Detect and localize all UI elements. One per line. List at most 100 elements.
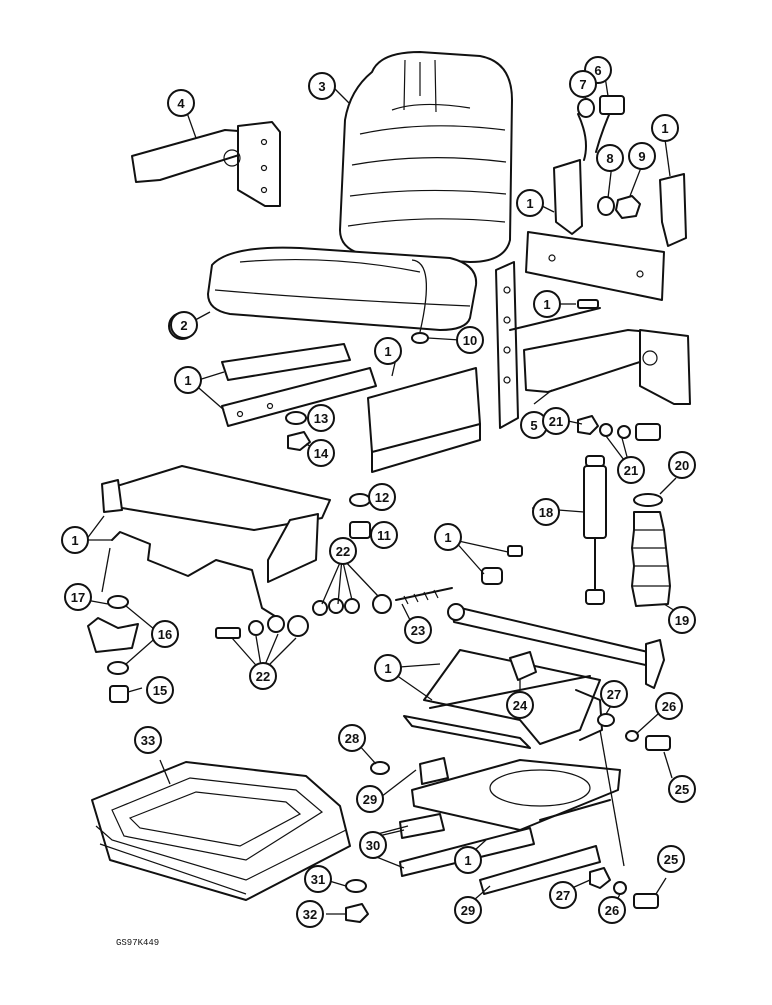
callout-26: 26 (598, 896, 626, 924)
callout-label: 9 (638, 149, 645, 164)
callout-balloons: 1111111111234567891011121314151617181920… (61, 56, 696, 928)
bottom-fasteners (345, 867, 659, 923)
callout-label: 26 (662, 699, 676, 714)
callout-13: 13 (307, 404, 335, 432)
side-bracket-part (495, 261, 519, 429)
callout-circle (668, 775, 696, 803)
left-armrest-part (131, 121, 281, 207)
callout-circle (368, 483, 396, 511)
callout-12: 12 (368, 483, 396, 511)
figure-code: GS97K449 (116, 938, 160, 948)
callout-circle (374, 654, 402, 682)
callout-label: 22 (336, 544, 350, 559)
callout-21: 21 (617, 456, 645, 484)
callout-label: 1 (444, 530, 451, 545)
callout-1: 1 (61, 526, 89, 554)
suspension-mechanism (403, 603, 671, 751)
callout-label: 5 (530, 418, 537, 433)
callout-label: 31 (311, 872, 325, 887)
callout-label: 25 (664, 852, 678, 867)
callout-20: 20 (668, 451, 696, 479)
callout-label: 1 (384, 344, 391, 359)
callout-label: 26 (605, 903, 619, 918)
base-plate (370, 757, 621, 831)
callout-label: 29 (363, 792, 377, 807)
callout-label: 12 (375, 490, 389, 505)
callout-circle (533, 290, 561, 318)
callout-circle (516, 189, 544, 217)
callout-label: 1 (184, 373, 191, 388)
callout-1: 1 (374, 654, 402, 682)
callout-22: 22 (329, 537, 357, 565)
callout-19: 19 (668, 606, 696, 634)
callout-24: 24 (506, 691, 534, 719)
callout-25: 25 (657, 845, 685, 873)
callout-circle (506, 691, 534, 719)
callout-label: 24 (513, 698, 528, 713)
callout-circle (307, 439, 335, 467)
callout-label: 28 (345, 731, 359, 746)
callout-label: 4 (177, 96, 185, 111)
callout-label: 22 (256, 669, 270, 684)
callout-label: 16 (158, 627, 172, 642)
callout-circle (64, 583, 92, 611)
callout-label: 14 (314, 446, 329, 461)
callout-circle (374, 337, 402, 365)
callout-label: 21 (549, 414, 563, 429)
callout-29: 29 (454, 896, 482, 924)
callout-circle (338, 724, 366, 752)
callout-circle (308, 72, 336, 100)
callout-circle (61, 526, 89, 554)
callout-circle (668, 451, 696, 479)
callout-27: 27 (549, 881, 577, 909)
callout-circle (600, 680, 628, 708)
callout-label: 1 (464, 853, 471, 868)
callout-8: 8 (596, 144, 624, 172)
callout-label: 32 (303, 907, 317, 922)
callout-5: 5 (520, 411, 548, 439)
callout-7: 7 (569, 70, 597, 98)
callout-circle (454, 896, 482, 924)
callout-label: 1 (384, 661, 391, 676)
callout-label: 1 (543, 297, 550, 312)
wire-rod (111, 531, 279, 619)
callout-label: 1 (526, 196, 533, 211)
callout-26: 26 (655, 692, 683, 720)
right-armrest-part (523, 329, 691, 405)
callout-circle (628, 142, 656, 170)
callout-circle (651, 114, 679, 142)
callout-label: 21 (624, 463, 638, 478)
small-parts-center (481, 545, 523, 585)
clip-and-fasteners (87, 595, 139, 703)
callout-circle (655, 692, 683, 720)
callout-circle (134, 726, 162, 754)
top-fasteners (577, 95, 641, 219)
callout-circle (404, 616, 432, 644)
callout-33: 33 (134, 726, 162, 754)
callout-circle (307, 404, 335, 432)
callout-label: 20 (675, 458, 689, 473)
callout-circle (370, 521, 398, 549)
callout-14: 14 (307, 439, 335, 467)
callout-label: 19 (675, 613, 689, 628)
callout-label: 10 (463, 333, 477, 348)
callout-label: 3 (318, 79, 325, 94)
callout-label: 33 (141, 733, 155, 748)
fasteners-21 (577, 415, 661, 441)
callout-label: 29 (461, 903, 475, 918)
callout-label: 7 (579, 77, 586, 92)
callout-label: 11 (377, 528, 391, 543)
callout-circle (532, 498, 560, 526)
callout-label: 8 (606, 151, 613, 166)
callout-1: 1 (434, 523, 462, 551)
callout-label: 13 (314, 411, 328, 426)
callout-15: 15 (146, 676, 174, 704)
callout-circle (454, 846, 482, 874)
callout-circle (549, 881, 577, 909)
callout-25: 25 (668, 775, 696, 803)
callout-31: 31 (304, 865, 332, 893)
callout-circle (657, 845, 685, 873)
callout-circle (167, 89, 195, 117)
callout-label: 15 (153, 683, 167, 698)
